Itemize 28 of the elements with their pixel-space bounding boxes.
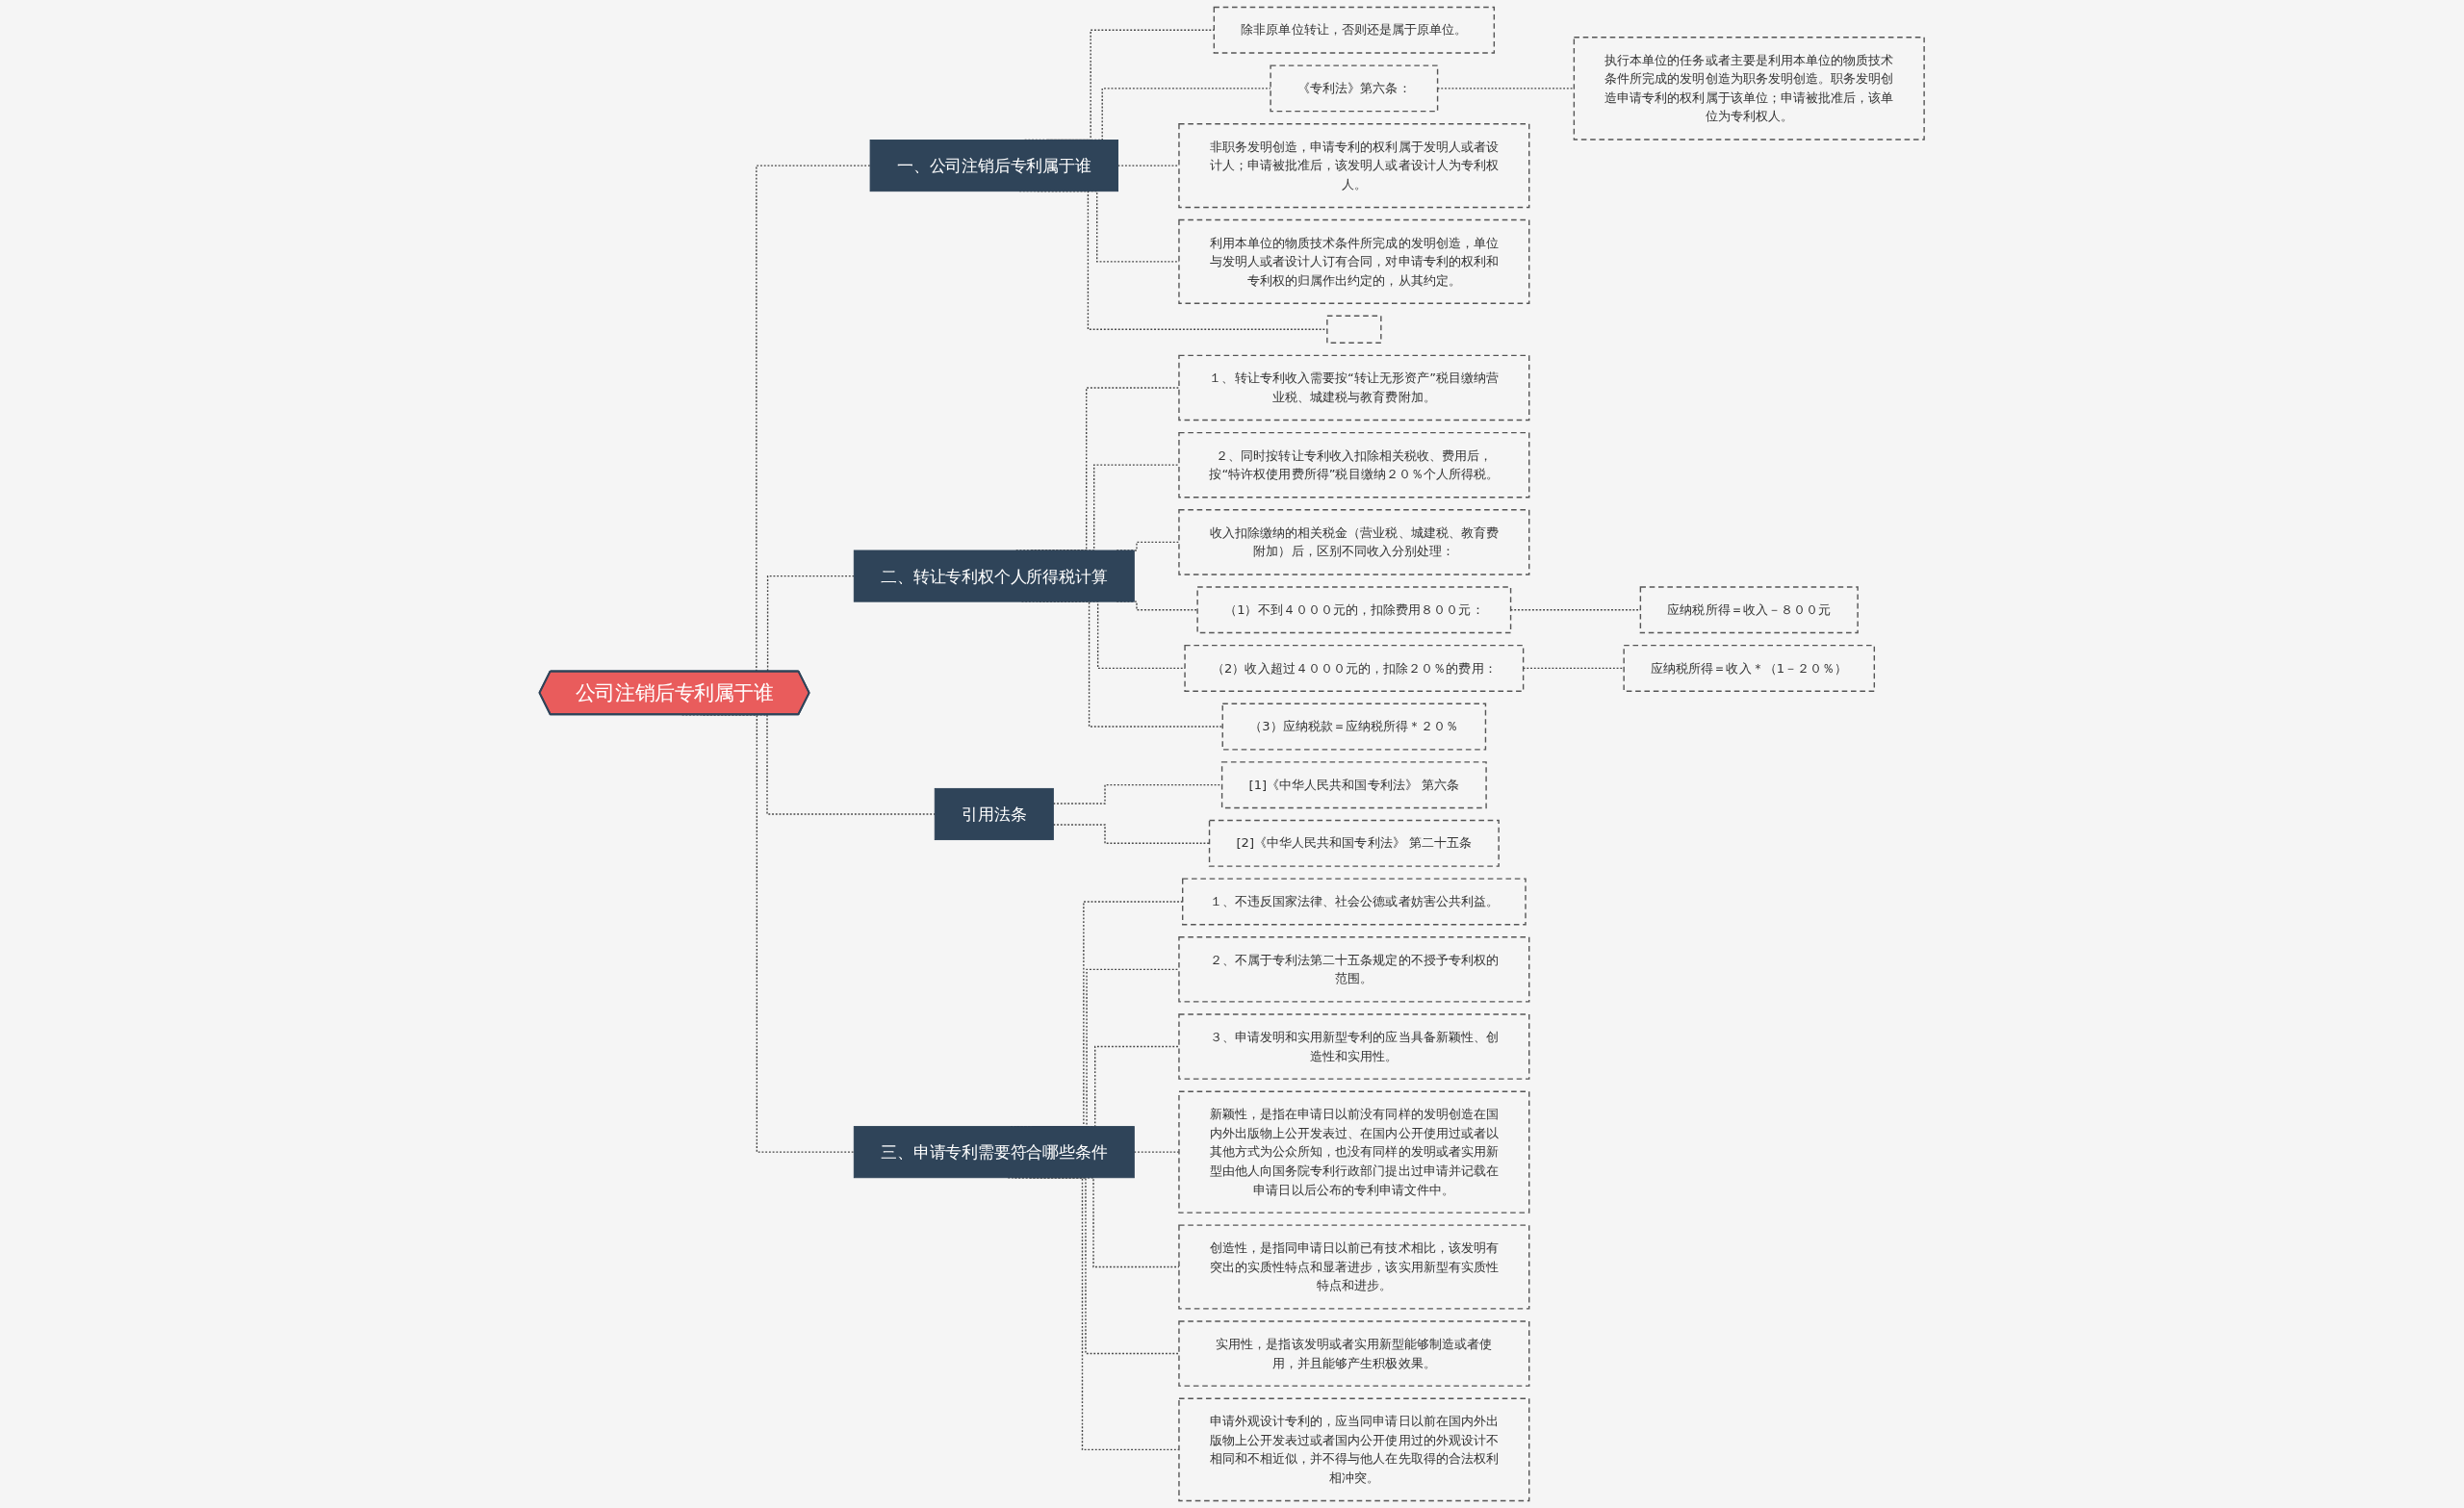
node-box xyxy=(1178,1013,1530,1080)
node-box xyxy=(1639,586,1859,634)
node-box xyxy=(1178,218,1530,304)
node-box xyxy=(1178,123,1530,209)
node-box xyxy=(1184,644,1525,692)
node-box xyxy=(1178,509,1530,575)
node-box xyxy=(854,1126,1135,1179)
node-box xyxy=(1178,1224,1530,1310)
node-box xyxy=(854,550,1135,602)
node-box xyxy=(1182,878,1527,926)
node-box xyxy=(1213,6,1496,54)
node-box xyxy=(1326,315,1382,344)
connector xyxy=(1117,165,1180,166)
node-box xyxy=(1221,761,1487,809)
node-box xyxy=(1209,819,1501,867)
node-box xyxy=(1178,1090,1530,1214)
node-box xyxy=(1221,703,1487,751)
node-box xyxy=(1573,37,1926,141)
node-box xyxy=(1196,586,1512,634)
node-box xyxy=(1270,64,1439,113)
node-box xyxy=(935,787,1055,841)
node-box xyxy=(1178,1397,1530,1502)
node-box xyxy=(1623,644,1876,692)
node-box xyxy=(1178,431,1530,498)
node-box xyxy=(1178,936,1530,1003)
node-box xyxy=(869,140,1119,192)
node-box xyxy=(1178,354,1530,422)
node-box xyxy=(1178,1320,1530,1387)
